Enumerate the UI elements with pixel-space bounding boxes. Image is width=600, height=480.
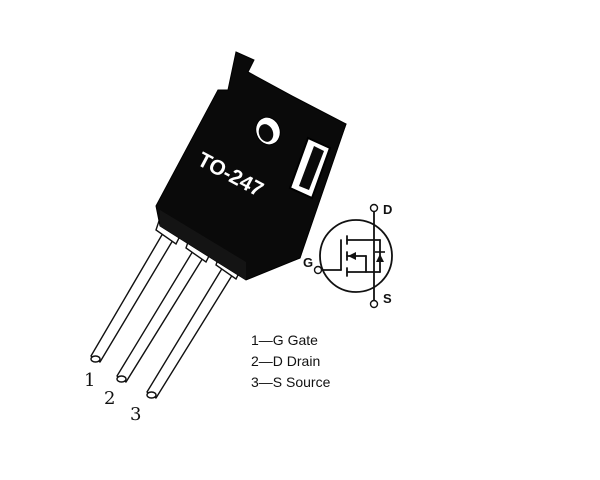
lead-3-tip — [146, 391, 157, 399]
pin-number-2: 2 — [104, 388, 115, 409]
lead-3 — [146, 261, 237, 399]
package-bottom-edge — [160, 210, 246, 280]
lead-2-tip — [116, 375, 127, 383]
legend-item-gate: 1—G Gate — [251, 332, 318, 348]
channel-arrow — [348, 252, 356, 260]
pin-numbers: 1 2 3 — [84, 370, 141, 425]
lead-2 — [116, 245, 207, 383]
legend-item-source: 3—S Source — [251, 374, 331, 390]
symbol-details — [313, 203, 385, 309]
diode-triangle — [376, 254, 384, 262]
pin-number-1: 1 — [84, 370, 95, 391]
drain-terminal — [369, 203, 379, 213]
pin-legend: 1—G Gate 2—D Drain 3—S Source — [251, 330, 330, 393]
source-label: S — [383, 291, 392, 306]
source-terminal — [369, 299, 379, 309]
drain-label: D — [383, 202, 392, 217]
n-channel-mosfet-symbol-icon — [319, 207, 393, 305]
pin-number-3: 3 — [130, 404, 141, 425]
legend-item-drain: 2—D Drain — [251, 353, 321, 369]
package-front — [155, 51, 347, 281]
gate-terminal — [313, 265, 323, 275]
lead-1-tip — [90, 355, 101, 363]
to247-package: TO-247 — [155, 51, 347, 281]
symbol-circle — [319, 219, 393, 293]
gate-label: G — [303, 255, 313, 270]
lead-1 — [90, 227, 177, 363]
